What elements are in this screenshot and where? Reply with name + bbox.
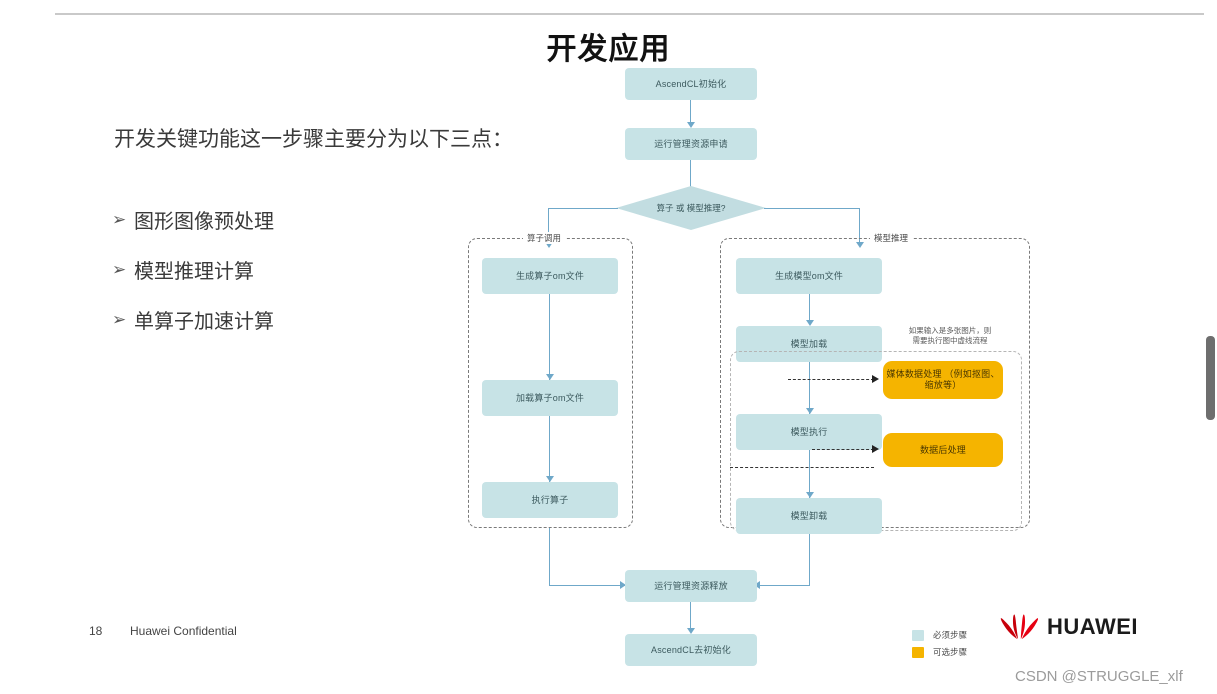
connector [758,585,810,587]
legend-label: 必须步骤 [933,630,968,640]
arrow-icon [856,242,864,248]
scrollbar-track[interactable] [1204,0,1217,694]
connector [809,294,811,324]
flow-node-post-process: 数据后处理 [883,433,1003,467]
arrow-icon [872,375,879,383]
arrow-icon [687,122,695,128]
arrow-icon [546,476,554,482]
arrow-icon [806,320,814,326]
watermark: CSDN @STRUGGLE_xlf [1015,668,1183,685]
legend-label: 可选步骤 [933,647,968,657]
flow-decision-node: 算子 或 模型推理? [616,186,766,230]
arrow-icon [754,581,760,589]
arrow-icon [806,492,814,498]
dashed-connector [812,449,874,450]
legend-swatch-optional [912,646,924,658]
connector [690,602,692,632]
dashed-connector [730,467,874,468]
list-item: ➢ 图形图像预处理 [112,205,274,234]
flow-node-op-load: 加载算子om文件 [482,380,618,416]
flow-node-resource-apply: 运行管理资源申请 [625,128,757,160]
bullet-list: ➢ 图形图像预处理 ➢ 模型推理计算 ➢ 单算子加速计算 [112,205,274,355]
list-item: ➢ 模型推理计算 [112,255,274,284]
connector [549,294,551,380]
connector [809,534,811,586]
flow-node-resource-release: 运行管理资源释放 [625,570,757,602]
flowchart: AscendCL初始化 运行管理资源申请 算子 或 模型推理? 算子调用 生成算… [440,58,1060,678]
flow-node-op-generate: 生成算子om文件 [482,258,618,294]
flow-node-model-load: 模型加载 [736,326,882,362]
list-item-label: 模型推理计算 [134,261,254,283]
top-divider [55,13,1205,15]
arrow-icon [806,408,814,414]
lead-paragraph: 开发关键功能这一步骤主要分为以下三点： [114,128,513,151]
connector [690,100,692,126]
connector [548,208,550,246]
flow-group-model-label: 模型推理 [870,232,913,244]
arrow-bullet-icon: ➢ [112,210,127,229]
flow-node-model-generate: 生成模型om文件 [736,258,882,294]
list-item-label: 单算子加速计算 [134,311,274,333]
arrow-icon [872,445,879,453]
flow-node-model-execute: 模型执行 [736,414,882,450]
flow-group-operator-label: 算子调用 [523,232,566,244]
arrow-icon [545,242,553,248]
connector [548,208,618,210]
connector [809,450,811,498]
legend-item: 必须步骤 [912,629,967,641]
arrow-icon [687,628,695,634]
legend-swatch-required [912,629,924,641]
legend: 必须步骤 可选步骤 [912,629,967,663]
flow-node-ascendcl-init: AscendCL初始化 [625,68,757,100]
flow-node-op-execute: 执行算子 [482,482,618,518]
scrollbar-thumb[interactable] [1206,336,1215,420]
flow-note: 如果输入是多张图片，则 需要执行图中虚线流程 [908,326,992,346]
connector [549,528,551,586]
connector [549,585,625,587]
connector [764,208,860,210]
connector [859,208,861,246]
arrow-icon [546,374,554,380]
dashed-connector [788,379,874,380]
arrow-icon [620,581,626,589]
page-number: 18 [89,624,103,638]
flow-node-ascendcl-deinit: AscendCL去初始化 [625,634,757,666]
arrow-bullet-icon: ➢ [112,310,127,329]
huawei-wordmark: HUAWEI [1047,614,1138,639]
confidentiality-notice: Huawei Confidential [130,624,237,638]
huawei-logo: HUAWEI [1000,614,1138,640]
flow-node-model-unload: 模型卸载 [736,498,882,534]
arrow-bullet-icon: ➢ [112,260,127,279]
flow-node-media-preprocess: 媒体数据处理 （例如抠图、缩放等） [883,361,1003,399]
huawei-flower-icon [1000,614,1038,640]
connector [690,160,692,188]
list-item-label: 图形图像预处理 [134,211,274,233]
connector [809,362,811,414]
list-item: ➢ 单算子加速计算 [112,305,274,334]
connector [549,416,551,482]
page-title: 开发应用 [546,33,671,66]
legend-item: 可选步骤 [912,646,967,658]
